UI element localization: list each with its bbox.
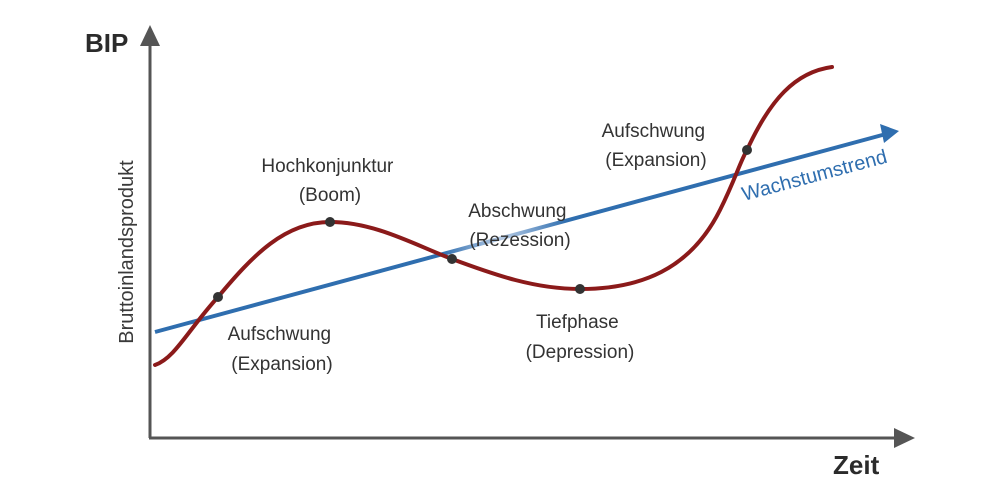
label-hochkonjunktur-line1: Hochkonjunktur [261, 156, 394, 177]
axes [140, 25, 915, 448]
trend-line [154, 132, 887, 334]
point-tiefphase [575, 284, 585, 294]
label-abschwung-line1: Abschwung [468, 201, 566, 222]
point-abschwung [447, 254, 457, 264]
y-axis-title: BIP [85, 28, 128, 58]
point-aufschwung-1 [213, 292, 223, 302]
y-axis-arrowhead [140, 25, 160, 46]
phase-labels: Aufschwung (Expansion) Hochkonjunktur (B… [228, 121, 711, 375]
label-hochkonjunktur: Hochkonjunktur (Boom) [261, 156, 398, 206]
label-tiefphase-line1: Tiefphase [536, 312, 619, 333]
phase-points [213, 145, 752, 302]
label-aufschwung-1-line1: Aufschwung [228, 324, 332, 345]
label-abschwung: Abschwung (Rezession) [468, 201, 572, 251]
x-axis-arrowhead [894, 428, 915, 448]
label-tiefphase-line2: (Depression) [526, 342, 635, 363]
label-aufschwung-1: Aufschwung (Expansion) [228, 324, 337, 375]
label-aufschwung-2: Aufschwung (Expansion) [602, 121, 711, 171]
point-hochkonjunktur [325, 217, 335, 227]
x-axis-title: Zeit [833, 450, 880, 480]
label-aufschwung-1-line2: (Expansion) [231, 354, 332, 375]
label-tiefphase: Tiefphase (Depression) [526, 312, 635, 363]
label-hochkonjunktur-line2: (Boom) [299, 185, 361, 206]
label-aufschwung-2-line2: (Expansion) [605, 150, 706, 171]
point-aufschwung-2 [742, 145, 752, 155]
label-abschwung-line2: (Rezession) [469, 230, 570, 251]
label-aufschwung-2-line1: Aufschwung [602, 121, 706, 142]
y-axis-description: Bruttoinlandsprodukt [116, 160, 138, 344]
trend-arrowhead [880, 124, 899, 143]
